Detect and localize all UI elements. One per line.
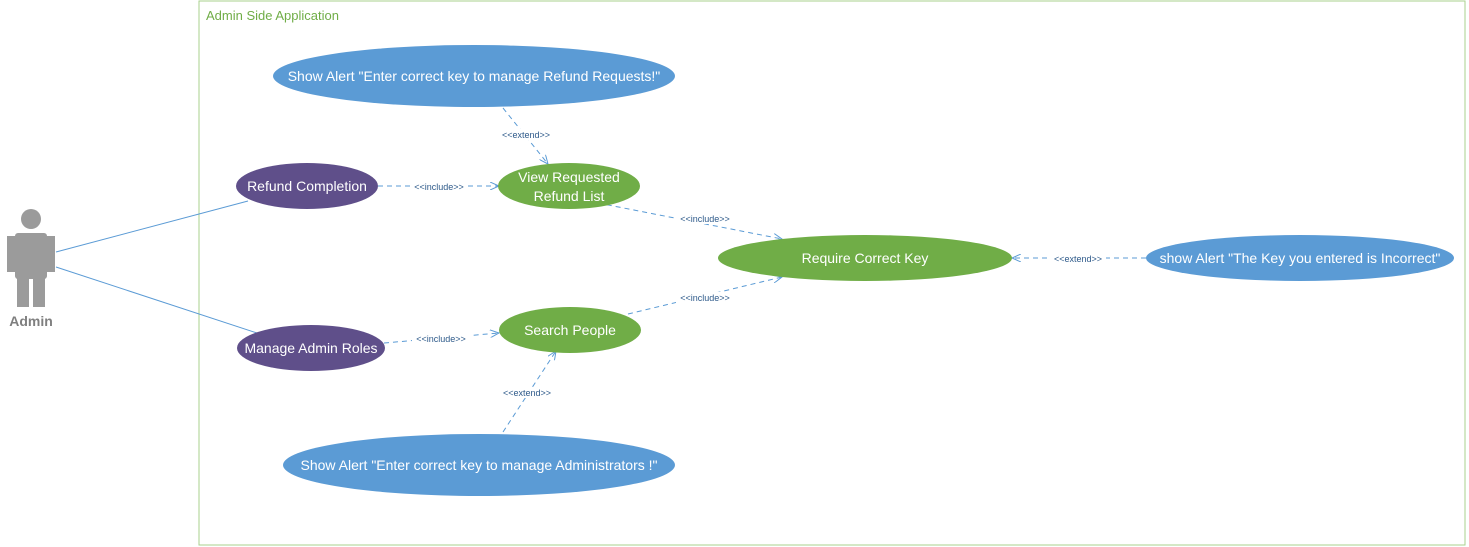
usecase-alert-refund-label: Show Alert "Enter correct key to manage …	[288, 68, 661, 84]
usecase-manage-admin-roles[interactable]: Manage Admin Roles	[237, 325, 385, 371]
actor-right-arm	[47, 236, 55, 272]
include-admin-label: <<include>>	[416, 334, 466, 344]
usecase-alert-incorrect-label: show Alert "The Key you entered is Incor…	[1160, 250, 1441, 266]
usecase-view-refund-list[interactable]: View Requested Refund List	[498, 163, 640, 209]
association-admin-roles	[55, 266, 261, 335]
actor-body	[15, 233, 47, 279]
admin-actor	[7, 209, 55, 307]
usecase-view-refund-label-1: View Requested	[518, 169, 620, 185]
extend-refund-connector	[502, 107, 548, 164]
include-refund-label: <<include>>	[414, 182, 464, 192]
actor-right-leg	[33, 277, 45, 307]
usecase-alert-admins[interactable]: Show Alert "Enter correct key to manage …	[283, 434, 675, 496]
usecase-alert-refund[interactable]: Show Alert "Enter correct key to manage …	[273, 45, 675, 107]
usecase-manage-admin-label: Manage Admin Roles	[244, 340, 377, 356]
extend-admins-label: <<extend>>	[503, 388, 551, 398]
system-title: Admin Side Application	[206, 8, 339, 23]
usecase-alert-incorrect[interactable]: show Alert "The Key you entered is Incor…	[1146, 235, 1454, 281]
actor-label: Admin	[9, 313, 53, 329]
include-view-key-label: <<include>>	[680, 214, 730, 224]
usecase-require-key-label: Require Correct Key	[802, 250, 929, 266]
usecase-refund-completion-label: Refund Completion	[247, 178, 367, 194]
association-refund	[55, 200, 249, 253]
include-search-key-label: <<include>>	[680, 293, 730, 303]
system-boundary	[198, 0, 1466, 546]
extend-refund-label: <<extend>>	[502, 130, 550, 140]
usecase-refund-completion[interactable]: Refund Completion	[236, 163, 378, 209]
usecase-view-refund-label-2: Refund List	[534, 188, 605, 204]
usecase-alert-admins-label: Show Alert "Enter correct key to manage …	[301, 457, 658, 473]
actor-left-arm	[7, 236, 15, 272]
extend-incorrect-label: <<extend>>	[1054, 254, 1102, 264]
usecase-require-correct-key[interactable]: Require Correct Key	[718, 235, 1012, 281]
usecase-search-people[interactable]: Search People	[499, 307, 641, 353]
actor-left-leg	[17, 277, 29, 307]
actor-head	[21, 209, 41, 229]
usecase-search-people-label: Search People	[524, 322, 616, 338]
